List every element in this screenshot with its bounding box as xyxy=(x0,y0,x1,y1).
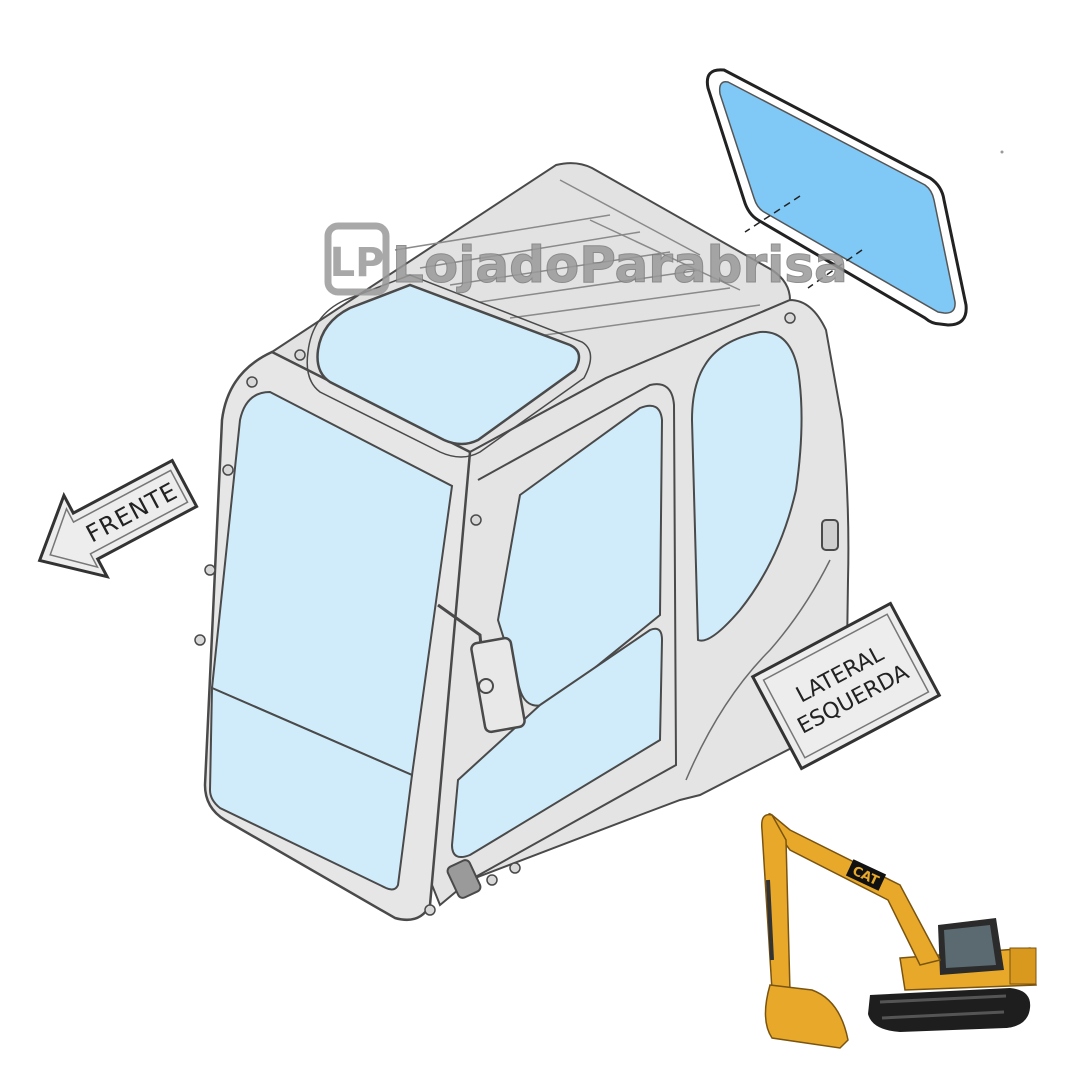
cab-side-panel-curve xyxy=(685,559,831,781)
rear-side-window xyxy=(690,330,803,642)
side-latch xyxy=(821,519,839,551)
side-mirror xyxy=(437,603,526,734)
cat-badge-plate xyxy=(845,859,887,891)
excavator-tracks xyxy=(868,988,1031,1032)
brand-watermark: LP LojadoParabrisa xyxy=(324,222,848,296)
side-direction-sign: LATERAL ESQUERDA xyxy=(750,601,942,771)
brand-logo-letters: LP xyxy=(330,240,385,286)
stray-mark xyxy=(1000,150,1004,154)
excavator-boom xyxy=(767,813,942,966)
side-sign-inner xyxy=(762,613,930,759)
excavator-cab-illustration xyxy=(194,162,850,922)
cab-bolts xyxy=(194,312,796,916)
door-window-lower xyxy=(450,627,664,858)
roof-skylight-rim xyxy=(306,274,592,458)
brand-watermark-text: LojadoParabrisa xyxy=(392,236,848,294)
roof-skylight xyxy=(316,283,581,446)
front-arrow-inner xyxy=(49,469,189,569)
excavator-arm xyxy=(760,813,791,993)
glass-guide-line-1 xyxy=(744,195,801,233)
excavator-bucket xyxy=(764,984,849,1049)
front-direction-sign: FRENTE xyxy=(37,458,199,579)
front-arrow-shape xyxy=(37,458,199,579)
side-sign-shape xyxy=(750,601,942,771)
brand-logo-icon: LP xyxy=(324,222,390,296)
excavator-machine-image: CAT xyxy=(760,813,1037,1049)
highlighted-glass-part xyxy=(705,68,968,327)
door-handle xyxy=(446,859,482,899)
roof-ribs xyxy=(394,179,761,336)
cab-door-outline xyxy=(469,383,678,881)
highlighted-glass-pane xyxy=(718,81,956,314)
door-window-upper xyxy=(496,404,664,707)
front-windshield-lower xyxy=(208,686,414,891)
